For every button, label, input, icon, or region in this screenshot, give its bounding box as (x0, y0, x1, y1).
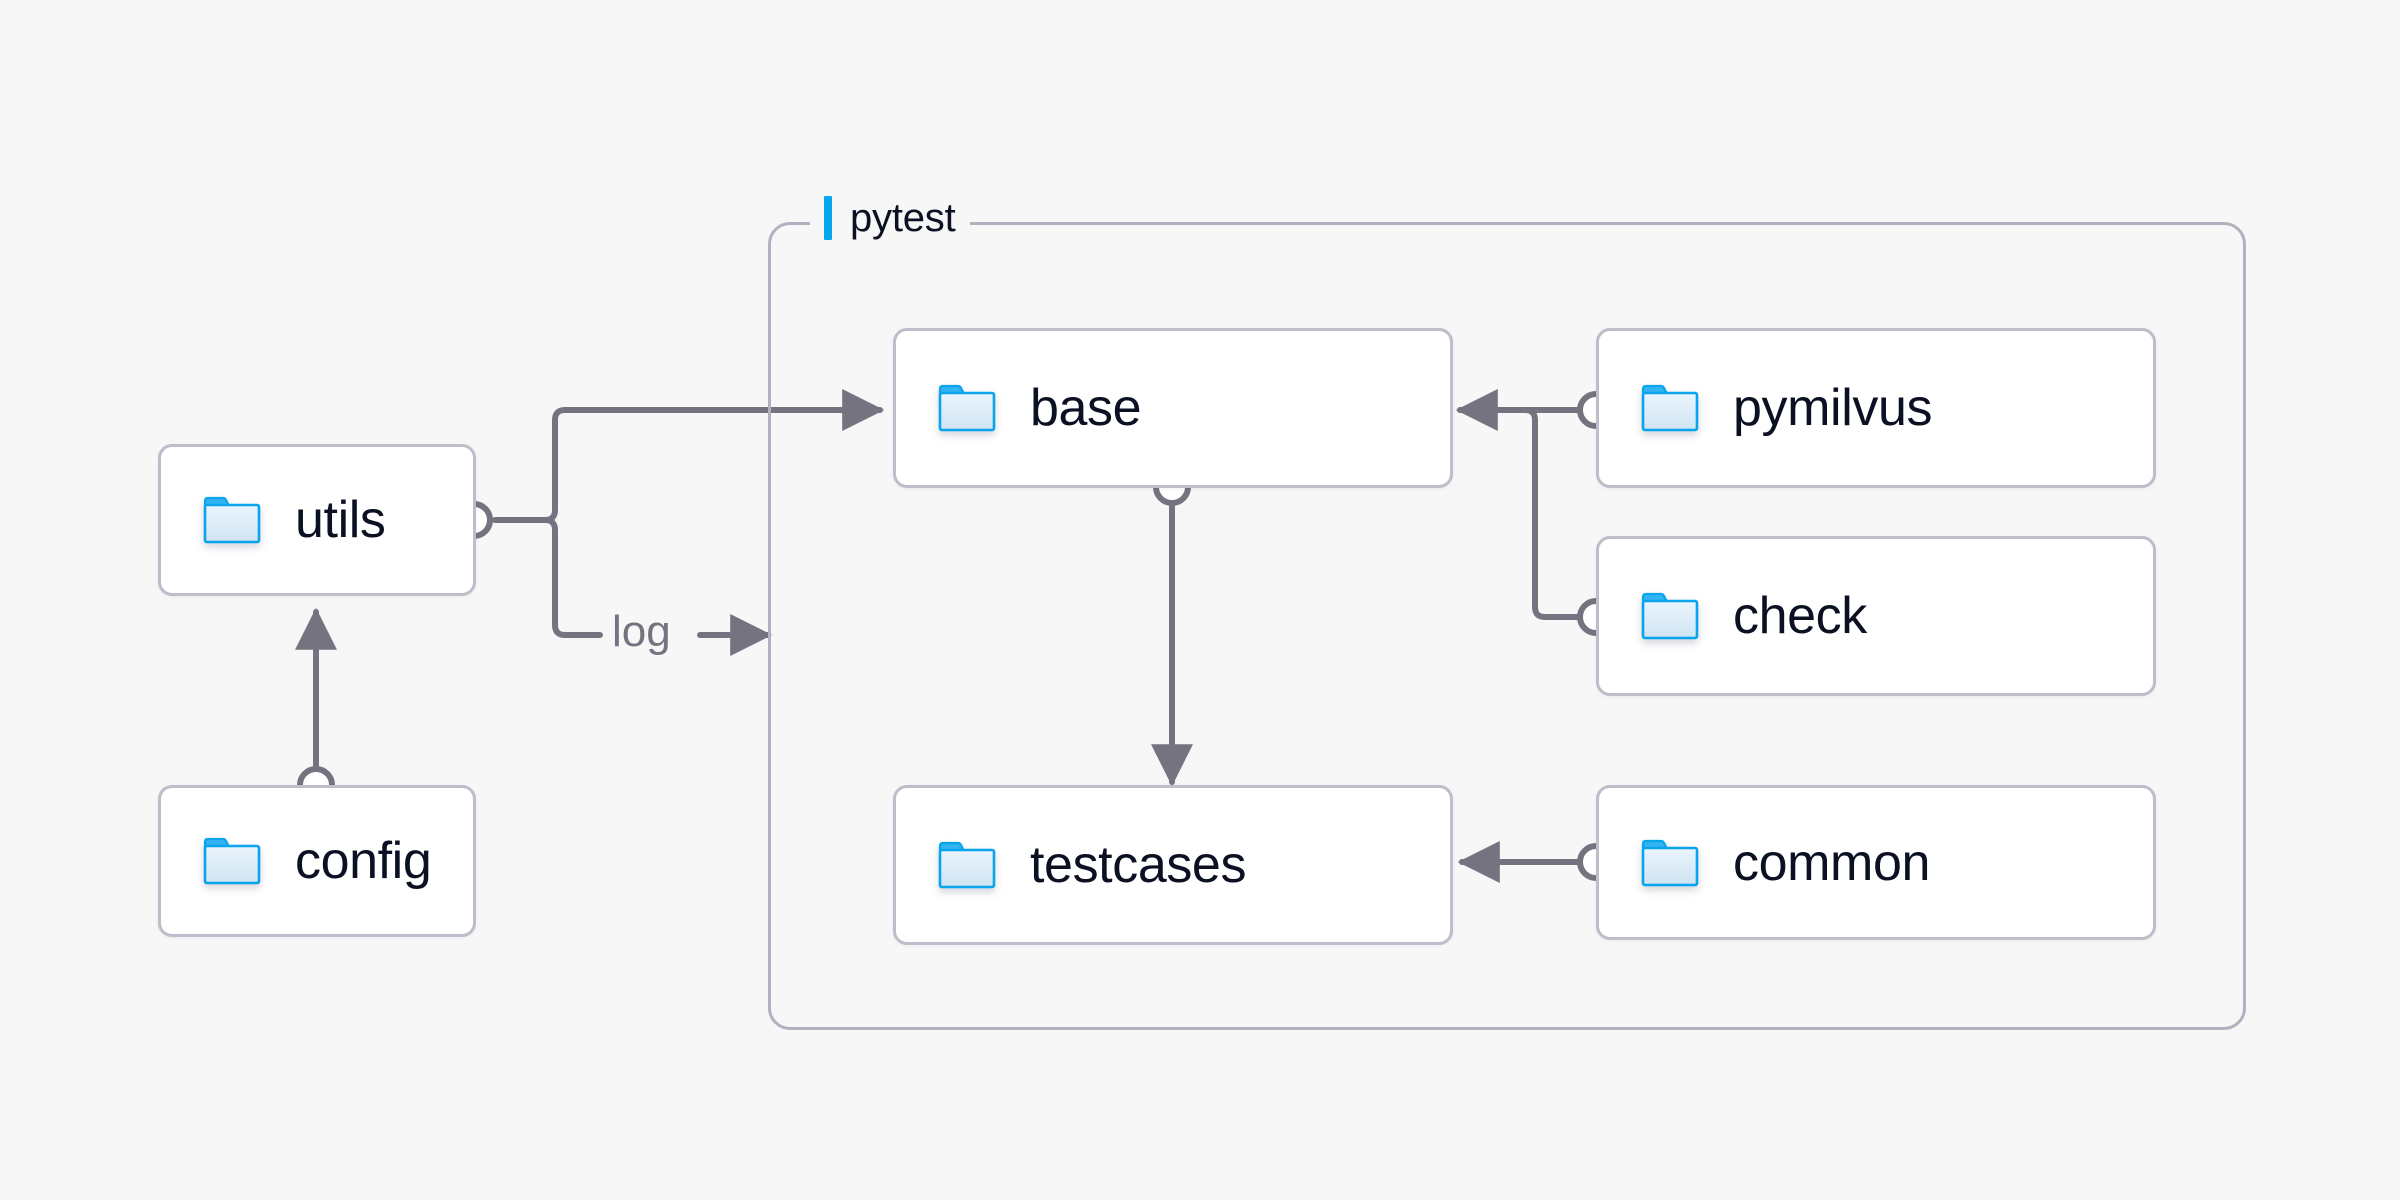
node-pymilvus-label: pymilvus (1733, 379, 1933, 437)
accent-bar-icon (824, 196, 832, 240)
group-pytest[interactable] (768, 222, 2246, 1030)
group-pytest-label-text: pytest (850, 196, 956, 240)
folder-icon (1641, 592, 1699, 640)
node-testcases[interactable]: testcases (893, 785, 1453, 945)
node-config-label: config (295, 832, 432, 890)
folder-icon (938, 384, 996, 432)
node-base[interactable]: base (893, 328, 1453, 488)
edge-utils-log (532, 517, 603, 638)
folder-icon (938, 841, 996, 889)
edge-label-log: log (604, 610, 679, 654)
node-common[interactable]: common (1596, 785, 2156, 940)
node-config[interactable]: config (158, 785, 476, 937)
node-utils[interactable]: utils (158, 444, 476, 596)
node-check[interactable]: check (1596, 536, 2156, 696)
folder-icon (1641, 839, 1699, 887)
node-pymilvus[interactable]: pymilvus (1596, 328, 2156, 488)
node-common-label: common (1733, 833, 1930, 892)
folder-icon (1641, 384, 1699, 432)
node-testcases-label: testcases (1030, 836, 1247, 894)
node-check-label: check (1733, 587, 1867, 645)
node-utils-label: utils (295, 491, 386, 549)
folder-icon (203, 496, 261, 544)
node-base-label: base (1030, 379, 1142, 437)
group-pytest-label[interactable]: pytest (810, 190, 970, 246)
folder-icon (203, 837, 261, 885)
